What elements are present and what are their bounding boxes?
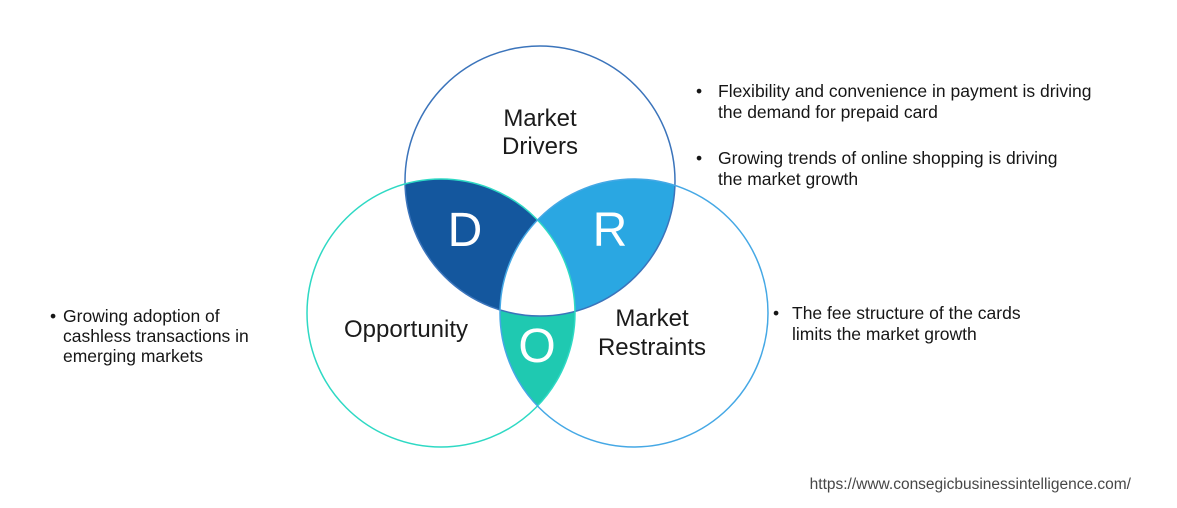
opportunity-bullet: • Growing adoption of cashless transacti… xyxy=(50,306,249,366)
bullet-icon: • xyxy=(50,306,57,326)
restraints-label-line2: Restraints xyxy=(597,334,707,361)
bullet-icon: • xyxy=(696,81,703,101)
bullet-line: The fee structure of the cards xyxy=(792,303,1021,323)
source-url: https://www.consegicbusinessintelligence… xyxy=(809,476,1131,493)
drivers-circle-outline xyxy=(404,45,676,317)
bullet-line: limits the market growth xyxy=(792,324,977,344)
drivers-bullet-2: • Growing trends of online shopping is d… xyxy=(690,148,1092,190)
opportunity-annotations: • Growing adoption of cashless transacti… xyxy=(50,306,249,366)
restraints-label-line1: Market xyxy=(615,305,689,332)
drivers-bullet-1: • Flexibility and convenience in payment… xyxy=(690,81,1092,123)
opportunity-label-line1: Opportunity xyxy=(343,316,469,343)
bullet-line: cashless transactions in xyxy=(63,326,249,346)
restraints-bullet-text: The fee structure of the cards limits th… xyxy=(792,303,1021,345)
bullet-icon: • xyxy=(696,148,703,168)
bullet-line: Growing trends of online shopping is dri… xyxy=(718,148,1058,168)
bullet-line: the market growth xyxy=(718,169,859,189)
drivers-annotations: • Flexibility and convenience in payment… xyxy=(690,81,1092,190)
restraints-label: Market Restraints xyxy=(542,304,762,362)
bullet-line: Flexibility and convenience in payment i… xyxy=(718,81,1092,101)
restraints-annotations: • The fee structure of the cards limits … xyxy=(766,303,1021,345)
drivers-label-line2: Drivers xyxy=(502,133,578,160)
opportunity-label: Opportunity xyxy=(296,316,516,344)
drivers-label-line1: Market xyxy=(503,105,577,132)
opportunity-circle-outline xyxy=(306,178,576,448)
restraints-letter: R xyxy=(592,204,628,257)
restraints-bullet: • The fee structure of the cards limits … xyxy=(766,303,1021,345)
bullet-line: the demand for prepaid card xyxy=(718,102,938,122)
bullet-line: emerging markets xyxy=(63,346,204,366)
drivers-label: Market Drivers xyxy=(430,105,650,161)
opportunity-letter: O xyxy=(518,320,556,373)
drivers-letter: D xyxy=(447,204,483,257)
restraints-circle-outline xyxy=(499,178,769,448)
opportunity-bullet-text: Growing adoption of cashless transaction… xyxy=(63,306,249,366)
drivers-bullet-1-text: Flexibility and convenience in payment i… xyxy=(718,81,1092,123)
bullet-line: Growing adoption of xyxy=(63,306,220,326)
drivers-bullet-2-text: Growing trends of online shopping is dri… xyxy=(718,148,1058,190)
bullet-icon: • xyxy=(773,303,780,323)
